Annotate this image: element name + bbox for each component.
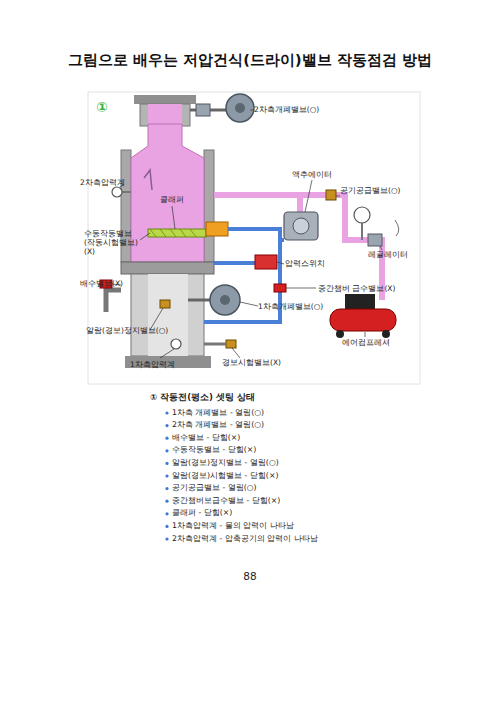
handwheel xyxy=(210,285,240,315)
part-label: 클래퍼 xyxy=(160,195,184,204)
part-label: 액추에이터 xyxy=(292,170,332,179)
list-item: 배수밸브 - 닫힘(×) xyxy=(172,433,240,442)
part-label: 배수밸브(X) xyxy=(80,279,123,288)
handwheel xyxy=(226,94,254,122)
water-pipe xyxy=(214,261,256,265)
list-item: 알람(경보)정지밸브 - 열림(○) xyxy=(172,458,279,467)
actuator xyxy=(284,212,318,240)
gauge-pipe xyxy=(122,191,131,193)
air-supply-valve xyxy=(326,190,336,200)
bottom-flange xyxy=(125,356,211,368)
part-label: 레귤레이터 xyxy=(368,250,408,259)
page-number: 88 xyxy=(0,570,500,583)
chamber-fill-valve xyxy=(274,284,286,292)
list-item: 1차측압력계 - 물의 압력이 나타남 xyxy=(172,521,294,530)
body-mark xyxy=(144,170,152,190)
list-heading: ① 작동전(평소) 셋팅 상태 xyxy=(150,392,255,402)
compressor-wheel xyxy=(382,330,390,338)
latch xyxy=(206,222,228,236)
water-pipe xyxy=(280,238,284,242)
top-pipe xyxy=(140,104,190,126)
compressor-motor xyxy=(345,294,375,309)
part-label: 알람(경보)정지밸브(○) xyxy=(86,326,168,335)
part-label: 에어컴프레셔 xyxy=(342,338,390,347)
actuator-dome xyxy=(293,218,309,234)
alarm-stop-valve xyxy=(160,300,170,308)
handwheel-hub xyxy=(220,295,230,305)
part-label: 수동작동밸브 (작동시험밸브) (X) xyxy=(84,229,144,256)
primary-inner xyxy=(148,274,188,356)
list-item: 중간챔버보급수밸브 - 닫힘(×) xyxy=(172,496,280,505)
gauge-pipe xyxy=(361,222,363,240)
part-label: 경보시험밸브(X) xyxy=(222,358,281,367)
part-label: 1차측개폐밸브(○) xyxy=(258,302,323,311)
clapper xyxy=(148,229,206,237)
top-flange xyxy=(134,95,196,104)
callout-number: ① xyxy=(96,99,108,116)
part-label: 2차측압력계 xyxy=(80,178,125,187)
part-label: 공기공급밸브(○) xyxy=(340,186,400,195)
test-pipe xyxy=(204,343,226,346)
pressure-gauge xyxy=(354,207,370,223)
pressure-gauge xyxy=(171,339,181,349)
part-label: 1차측압력계 xyxy=(130,360,175,369)
valve-stem xyxy=(188,299,212,302)
part-label: 2차측개폐밸브(○) xyxy=(254,105,319,114)
list-item: 2차측압력계 - 압축공기의 압력이 나타남 xyxy=(172,534,318,543)
list-bullets xyxy=(165,411,168,540)
primary-chamber xyxy=(131,274,204,356)
pressure-switch xyxy=(255,255,277,269)
list-item: 1차측 개폐밸브 - 열림(○) xyxy=(172,408,264,417)
list-item: 수동작동밸브 - 닫힘(×) xyxy=(172,445,256,454)
valve-bonnet xyxy=(196,104,210,116)
handwheel-hub xyxy=(235,103,245,113)
air-pipe xyxy=(297,195,303,214)
part-label: 압력스위치 xyxy=(285,259,325,268)
list-item: 공기공급밸브 - 열림(○) xyxy=(172,483,257,492)
seat-flange xyxy=(121,262,214,274)
pressure-gauge xyxy=(112,187,122,197)
page-title: 그림으로 배우는 저압건식(드라이)밸브 작동점검 방법 xyxy=(0,52,500,69)
top-pipe-inner xyxy=(148,104,182,126)
list-item: 2차측 개폐밸브 - 열림(○) xyxy=(172,420,264,429)
part-label: 중간챔버 급수밸브(X) xyxy=(318,284,395,293)
alarm-test-valve xyxy=(226,340,236,348)
compressor-tank xyxy=(330,309,396,331)
valve-body xyxy=(131,124,204,262)
leader-lines xyxy=(112,110,399,358)
regulator xyxy=(368,234,382,246)
list-item: 알람(경보)시험밸브 - 닫힘(×) xyxy=(172,471,278,480)
list-item: 클래퍼 - 닫힘(×) xyxy=(172,508,232,517)
clapper-hatch xyxy=(150,229,196,237)
body-wall xyxy=(204,150,214,262)
compressor-wheel xyxy=(336,330,344,338)
drain-pipe xyxy=(104,288,109,312)
